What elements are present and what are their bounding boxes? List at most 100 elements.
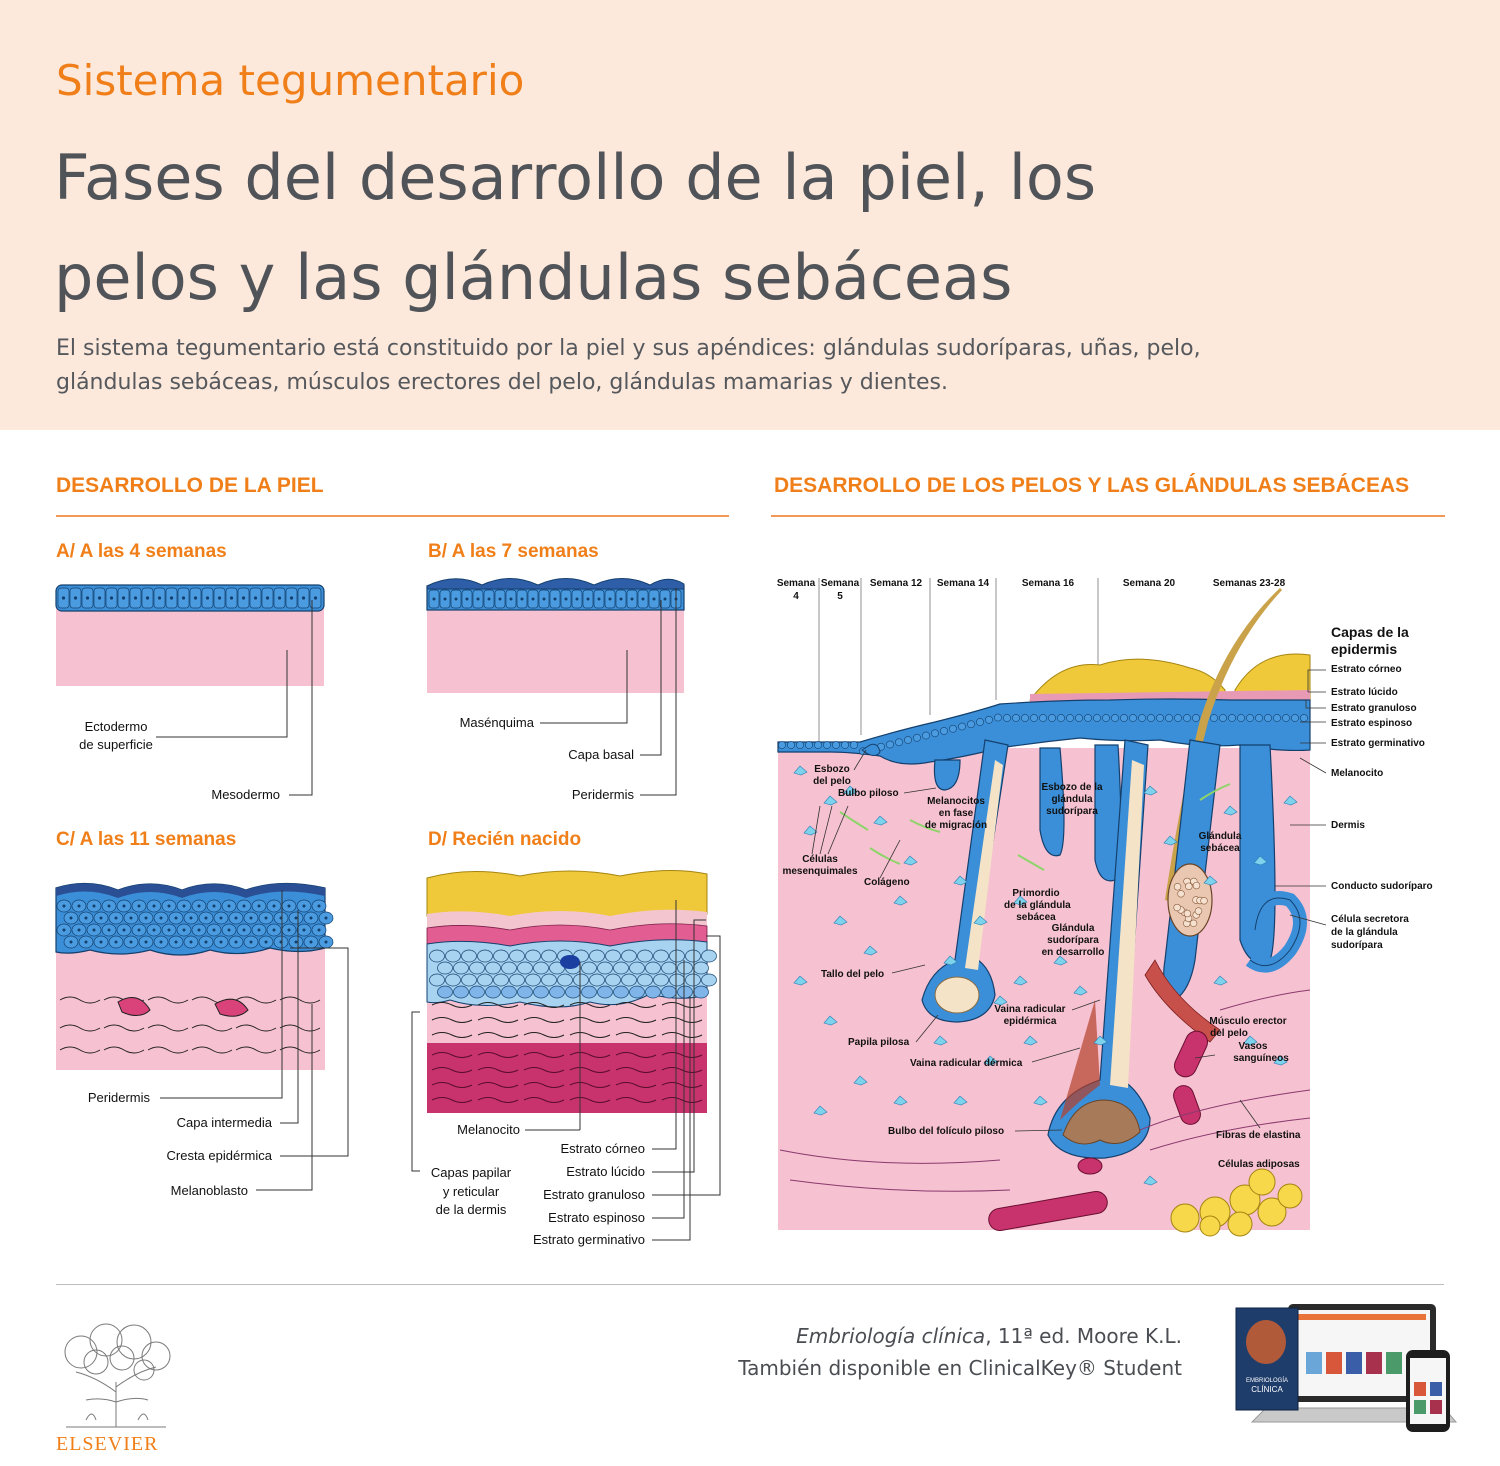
spinosum-cell: [453, 985, 469, 999]
epidermis-cell: [994, 713, 1002, 722]
cell-nucleus: [133, 596, 138, 600]
cell-nucleus: [227, 928, 231, 932]
cell-nucleus: [197, 904, 201, 908]
cell-nucleus: [542, 597, 546, 601]
label-vaina-epid-1: Vaina radicular: [994, 1004, 1066, 1015]
blood-vessel-1: [1174, 1030, 1208, 1078]
spinosum-cell: [461, 949, 477, 963]
reticular-fiber-wave: [431, 1067, 473, 1073]
footer-rule: [56, 1284, 1444, 1285]
cell-nucleus: [152, 904, 156, 908]
sebaceous-cell: [1192, 881, 1201, 890]
epidermis-cell: [1021, 714, 1029, 722]
panel-d-leader-lucido: [652, 919, 706, 1173]
cell-nucleus: [61, 596, 66, 600]
cell-nucleus: [652, 597, 656, 601]
spinosum-cell: [445, 949, 461, 963]
label-estrato-germinativo-d: Estrato germinativo: [533, 1232, 645, 1247]
blood-vessel-2: [1173, 1085, 1201, 1125]
cell-nucleus: [227, 904, 231, 908]
mesenchymal-cell: [1033, 1095, 1048, 1106]
epidermis-cell: [1192, 714, 1200, 722]
epidermis-cell: [1012, 714, 1020, 722]
cell-nucleus: [241, 596, 246, 600]
mesenchymal-cell: [903, 855, 918, 866]
mesenchymal-cell: [813, 1105, 828, 1116]
panel-c-fibers: [59, 996, 321, 1054]
cell-nucleus: [277, 596, 282, 600]
cell-nucleus: [294, 916, 298, 920]
cell-nucleus: [289, 596, 294, 600]
cell-nucleus: [498, 597, 502, 601]
cell-nucleus: [99, 940, 103, 944]
reticular-fiber-wave: [523, 1082, 565, 1088]
spinosum-cell: [549, 985, 565, 999]
epidermis-cell: [1210, 714, 1218, 722]
label-esbozo-glandula-3: sudorípara: [1046, 806, 1098, 817]
mesenchymal-cell: [953, 875, 968, 886]
panel-d-leader-germinativo: [652, 996, 691, 1241]
page-intro: El sistema tegumentario está constituido…: [56, 336, 1201, 395]
cell-nucleus: [249, 916, 253, 920]
label-celulas-mes-2: mesenquimales: [782, 866, 858, 877]
cell-nucleus: [317, 928, 321, 932]
fiber-wave: [661, 1032, 703, 1038]
mesenchymal-cell: [1053, 955, 1068, 966]
book-citation: Embriología clínica, 11ª ed. Moore K.L. …: [700, 1320, 1182, 1384]
spinosum-cell: [509, 973, 525, 987]
epidermis-cell: [1003, 714, 1011, 722]
epidermis-cell: [1228, 714, 1236, 722]
hair-shaft-week20: [1110, 760, 1144, 1088]
cell-nucleus: [107, 904, 111, 908]
reticular-fiber-wave: [431, 1097, 473, 1103]
fiber-wave: [661, 1017, 703, 1023]
epidermis-cell: [1102, 714, 1110, 722]
mesenchymal-cell: [1243, 1035, 1258, 1046]
spinosum-cell: [477, 973, 493, 987]
cell-nucleus: [324, 940, 328, 944]
label-esbozo-glandula-1: Esbozo de la: [1041, 782, 1103, 793]
week-label-20: Semana 20: [1122, 578, 1176, 589]
reticular-fiber-wave: [569, 1082, 611, 1088]
spinosum-cell: [685, 949, 701, 963]
epidermis-cell: [1120, 714, 1128, 722]
spinosum-cell: [541, 949, 557, 963]
cell-nucleus: [212, 904, 216, 908]
panel-b-leader-basal: [640, 600, 662, 756]
label-estrato-corneo-d: Estrato córneo: [560, 1141, 645, 1156]
surface-keratin-right: [1234, 653, 1311, 701]
label-celula-secretora-2: de la glándula: [1331, 927, 1398, 938]
epidermis-cell: [850, 741, 858, 749]
cell-nucleus: [99, 916, 103, 920]
mesenchymal-cell: [993, 995, 1008, 1006]
book-edition: , 11ª ed. Moore K.L.: [985, 1324, 1182, 1348]
label-de-la-dermis: de la dermis: [435, 1202, 507, 1217]
spinosum-cell: [645, 961, 661, 975]
reticular-fiber-wave: [569, 1097, 611, 1103]
fiber-wave: [477, 1002, 519, 1008]
panel-c-leader-periderm: [160, 890, 283, 1099]
epidermis-cell: [985, 715, 993, 724]
cell-nucleus: [167, 904, 171, 908]
label-dermis: Dermis: [1331, 820, 1365, 831]
cell-nucleus: [84, 940, 88, 944]
cell-nucleus: [129, 916, 133, 920]
cell-nucleus: [219, 940, 223, 944]
reticular-fiber-wave: [615, 1067, 657, 1073]
reticular-fiber-wave: [569, 1052, 611, 1058]
cell-nucleus: [272, 928, 276, 932]
cell-nucleus: [234, 916, 238, 920]
mesenchymal-cell: [1143, 1175, 1158, 1186]
cell-nucleus: [122, 904, 126, 908]
panel-b-leader-periderm: [640, 588, 677, 796]
cell-nucleus: [272, 904, 276, 908]
sweat-coil-outline: [1249, 897, 1301, 967]
label-bulbo-foliculo: Bulbo del folículo piloso: [888, 1126, 1005, 1137]
epidermis-cell: [895, 738, 903, 747]
spinosum-cell: [549, 961, 565, 975]
reticular-fiber-wave: [523, 1067, 565, 1073]
cell-nucleus: [253, 596, 258, 600]
